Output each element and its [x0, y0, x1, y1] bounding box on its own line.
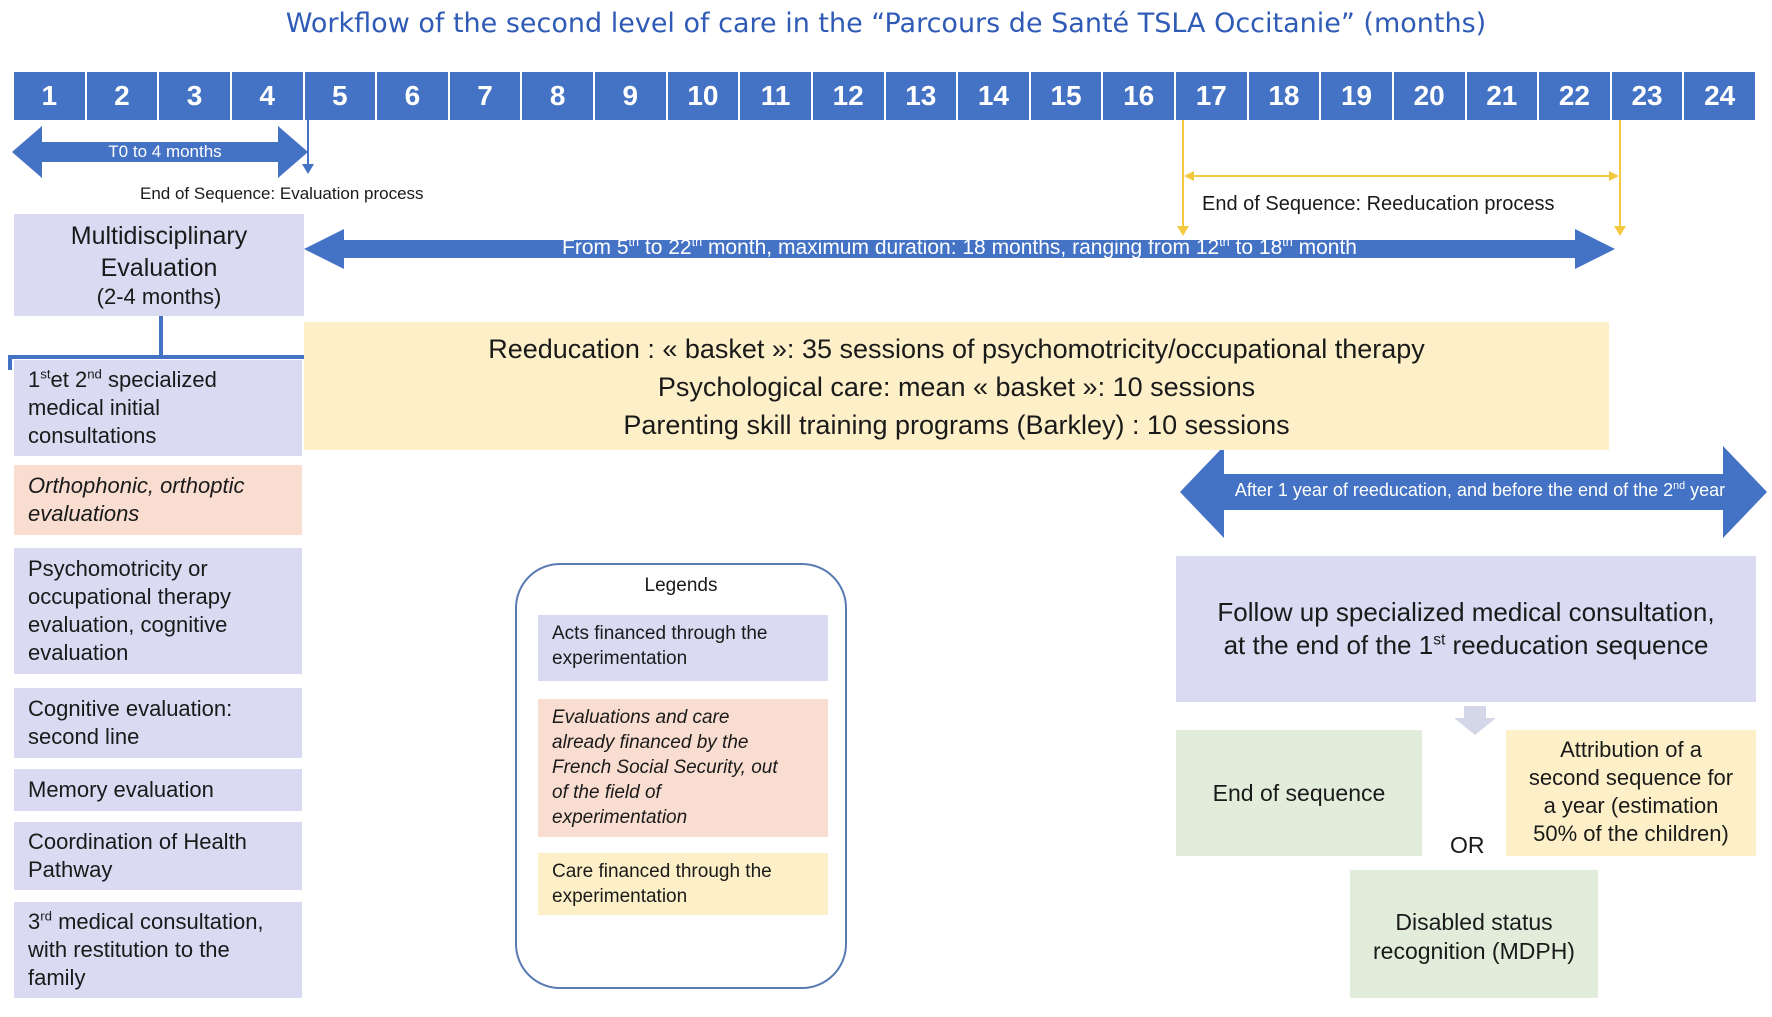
duration-label: From 5th to 22th month, maximum duration… — [562, 235, 1357, 259]
month-cell: 7 — [449, 72, 521, 120]
month-cell: 10 — [667, 72, 739, 120]
or-label: OR — [1450, 832, 1485, 858]
month-cell: 4 — [231, 72, 303, 120]
legend-acts: Acts financed through the experimentatio… — [538, 615, 828, 681]
care-line-psychological: Psychological care: mean « basket »: 10 … — [657, 372, 1256, 402]
month-cell: 2 — [86, 72, 158, 120]
month-cell: 5 — [304, 72, 376, 120]
month-cell: 1 — [14, 72, 85, 120]
month-cell: 22 — [1539, 72, 1610, 120]
evaluation-end-label: End of Sequence: Evaluation process — [140, 184, 424, 203]
disabled-status-box: Disabled status recognition (MDPH) — [1350, 870, 1598, 998]
reeducation-end-arrowhead — [1614, 226, 1626, 236]
reeducation-span-left-head — [1184, 171, 1194, 181]
month-timeline: 1 2 3 4 5 6 7 8 9 10 11 12 13 14 15 16 1… — [14, 72, 1755, 120]
month-cell: 3 — [159, 72, 230, 120]
month-cell: 19 — [1321, 72, 1392, 120]
care-line-reeducation: Reeducation : « basket »: 35 sessions of… — [488, 334, 1425, 364]
reeducation-start-arrowhead — [1177, 226, 1189, 236]
month-cell: 17 — [1176, 72, 1247, 120]
followup-arrow-label: After 1 year of reeducation, and before … — [1234, 480, 1726, 500]
t0-double-arrow — [12, 126, 308, 178]
care-box: Reeducation : « basket »: 35 sessions of… — [304, 322, 1609, 450]
second-sequence-box: Attribution of a second sequence for a y… — [1506, 730, 1756, 856]
duration-double-arrow — [304, 229, 1615, 269]
month-cell: 16 — [1103, 72, 1174, 120]
month-cell: 20 — [1393, 72, 1465, 120]
legend-social-security: Evaluations and care already financed by… — [538, 699, 828, 837]
third-consultation-box: 3rd medical consultation, with restituti… — [14, 902, 302, 998]
followup-consultation-box: Follow up specialized medical consultati… — [1176, 556, 1756, 702]
month-cell: 9 — [595, 72, 666, 120]
month-cell: 8 — [522, 72, 593, 120]
reeducation-span-right-head — [1609, 171, 1619, 181]
month-cell: 14 — [958, 72, 1029, 120]
reeducation-end-label: End of Sequence: Reeducation process — [1202, 193, 1555, 215]
multidisciplinary-evaluation-box: Multidisciplinary Evaluation (2-4 months… — [14, 214, 304, 316]
multidisciplinary-title: Multidisciplinary — [70, 222, 248, 250]
month-cell: 15 — [1030, 72, 1102, 120]
multidisciplinary-duration: (2-4 months) — [96, 284, 222, 309]
orthophonic-evaluations-box: Orthophonic, orthoptic evaluations — [14, 465, 302, 535]
month-cell: 23 — [1611, 72, 1683, 120]
month-cell: 13 — [885, 72, 957, 120]
month-cell: 21 — [1466, 72, 1538, 120]
legend-care: Care financed through the experimentatio… — [538, 853, 828, 915]
legend: Legends Acts financed through the experi… — [515, 563, 847, 989]
month-cell: 18 — [1248, 72, 1320, 120]
end-of-sequence-box: End of sequence — [1176, 730, 1422, 856]
initial-consultations-box: 1stet 2nd specialized medical initial co… — [14, 360, 302, 456]
month-cell: 11 — [740, 72, 811, 120]
care-line-parenting: Parenting skill training programs (Barkl… — [623, 410, 1290, 440]
t0-label: T0 to 4 months — [108, 142, 222, 161]
psychomotricity-evaluation-box: Psychomotricity or occupational therapy … — [14, 548, 302, 674]
legend-title: Legends — [644, 575, 718, 596]
down-arrow-icon — [1454, 706, 1496, 735]
followup-double-arrow — [1180, 446, 1767, 538]
multidisciplinary-subtitle: Evaluation — [100, 254, 218, 282]
month-cell: 24 — [1684, 72, 1755, 120]
page-title: Workflow of the second level of care in … — [285, 8, 1487, 39]
cognitive-evaluation-box: Cognitive evaluation: second line — [14, 688, 302, 758]
evaluation-end-arrowhead — [302, 164, 314, 174]
coordination-box: Coordination of Health Pathway — [14, 822, 302, 890]
memory-evaluation-box: Memory evaluation — [14, 769, 302, 811]
month-cell: 12 — [812, 72, 884, 120]
month-cell: 6 — [377, 72, 448, 120]
